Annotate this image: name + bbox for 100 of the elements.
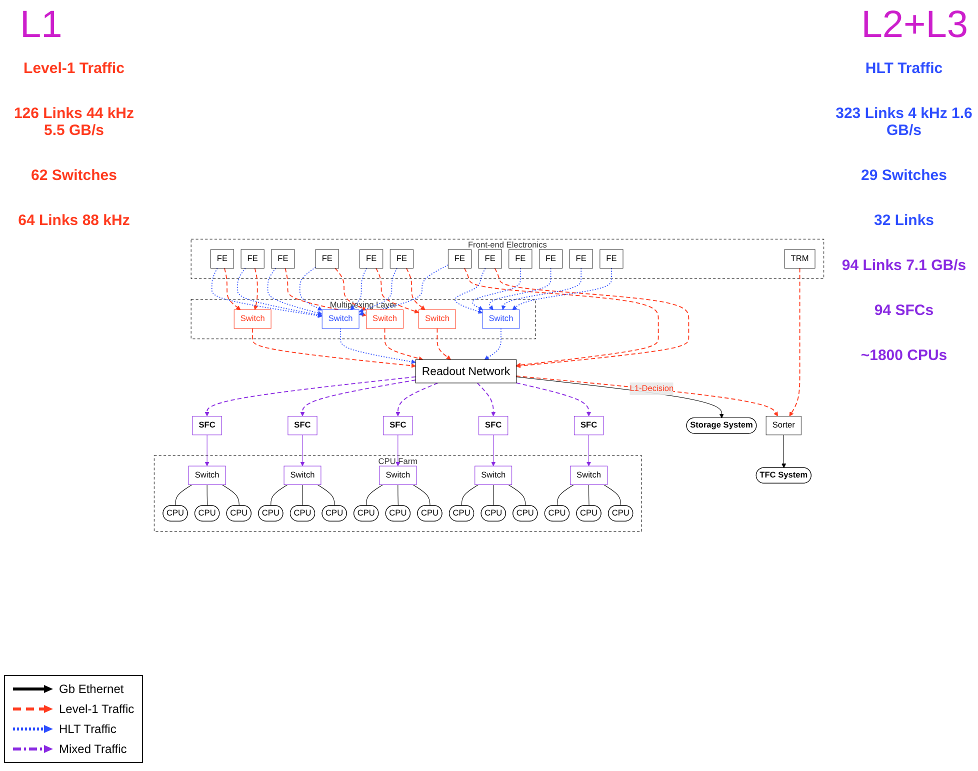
switch-box: Switch — [322, 309, 360, 328]
arrow — [436, 328, 451, 360]
system-ellipse: TFC System — [756, 467, 812, 484]
connector — [366, 484, 384, 506]
arrow — [350, 267, 368, 310]
module-box: FE — [538, 248, 563, 268]
arrow — [512, 267, 612, 310]
module-box: TRM — [784, 248, 816, 268]
note-label: 64 Links 88 kHz — [17, 212, 131, 229]
connector — [302, 484, 304, 506]
arrow — [472, 267, 521, 310]
network-box: Readout Network — [415, 359, 517, 383]
note-label: 32 Links — [872, 212, 936, 229]
note-label: 94 SFCs — [873, 302, 935, 319]
switch-box: Switch — [188, 465, 226, 485]
connector — [175, 484, 192, 506]
sfc-box: SFC — [288, 416, 318, 435]
arrow — [204, 376, 416, 416]
switch-box: Switch — [284, 465, 322, 485]
connector — [206, 484, 208, 506]
connector — [222, 484, 240, 506]
legend-label: Mixed Traffic — [59, 742, 127, 756]
arrow — [252, 328, 416, 368]
module-box: FE — [390, 248, 414, 268]
connector — [588, 484, 590, 506]
module-box: FE — [569, 248, 593, 268]
arrow — [384, 328, 424, 360]
note-label: ~1800 CPUs — [860, 347, 948, 364]
legend-label: Level-1 Traffic — [59, 702, 134, 716]
switch-box: Switch — [366, 309, 404, 328]
arrow — [299, 266, 322, 310]
note-label: Level-1 Traffic — [22, 60, 126, 77]
arrow — [501, 267, 582, 310]
connector — [412, 484, 430, 506]
module-box: FE — [271, 248, 295, 268]
connector — [493, 484, 494, 506]
arrow — [396, 434, 400, 466]
section-heading: L1 — [20, 4, 62, 47]
note-label: 126 Links 44 kHz 5.5 GB/s — [12, 105, 136, 139]
connector — [604, 484, 622, 506]
arrow — [236, 267, 322, 317]
module-box: FE — [315, 248, 339, 268]
arrow — [516, 375, 778, 416]
arrow — [334, 267, 367, 310]
switch-box: Switch — [570, 465, 608, 485]
arrow — [586, 434, 592, 466]
legend-label: Gb Ethernet — [59, 682, 124, 696]
cpu-ellipse: CPU — [417, 504, 442, 522]
arrow — [454, 267, 486, 314]
arrow — [376, 267, 419, 314]
arrow — [488, 267, 552, 310]
connector — [462, 484, 479, 506]
note-label: 29 Switches — [860, 167, 948, 184]
arrow — [406, 267, 426, 310]
arrow — [224, 267, 241, 310]
switch-box: Switch — [482, 309, 520, 328]
arrow — [789, 267, 800, 416]
module-box: Sorter — [766, 416, 802, 435]
arrow — [300, 434, 305, 466]
switch-box: Switch — [418, 309, 456, 328]
arrow — [358, 264, 449, 316]
arrow — [254, 267, 258, 310]
note-label: 94 Links 7.1 GB/s — [840, 257, 968, 274]
legend-label: HLT Traffic — [59, 722, 116, 736]
module-box: FE — [600, 248, 624, 268]
module-box: FE — [240, 248, 264, 268]
module-box: FE — [508, 248, 532, 268]
arrow — [494, 267, 690, 368]
module-box: FE — [448, 248, 472, 268]
switch-box: Switch — [379, 465, 417, 485]
section-heading: L2+L3 — [861, 4, 968, 47]
arrow — [516, 382, 592, 416]
sfc-box: SFC — [383, 416, 413, 435]
module-box: FE — [360, 248, 384, 268]
cpu-ellipse: CPU — [162, 504, 188, 522]
arrow — [396, 382, 438, 416]
arrow — [340, 328, 416, 364]
arrow — [464, 267, 659, 367]
system-ellipse: Storage System — [686, 417, 757, 434]
note-label: 323 Links 4 kHz 1.6 GB/s — [834, 105, 974, 139]
arrow — [300, 379, 416, 416]
note-label: 62 Switches — [30, 167, 118, 184]
arrow — [491, 434, 496, 466]
connector — [556, 484, 574, 506]
arrow — [267, 267, 322, 315]
switch-box: Switch — [234, 309, 272, 328]
module-box: FE — [210, 248, 234, 268]
arrow — [476, 382, 496, 416]
arrow — [204, 434, 210, 466]
connector — [317, 484, 335, 506]
arrow — [484, 328, 502, 360]
switch-box: Switch — [474, 465, 512, 485]
sfc-box: SFC — [192, 416, 222, 435]
sfc-box: SFC — [478, 416, 508, 435]
connector — [508, 484, 526, 506]
note-label: HLT Traffic — [864, 60, 944, 77]
sfc-box: SFC — [574, 416, 604, 435]
module-box: FE — [478, 248, 502, 268]
connector — [270, 484, 288, 506]
arrow — [782, 434, 786, 468]
